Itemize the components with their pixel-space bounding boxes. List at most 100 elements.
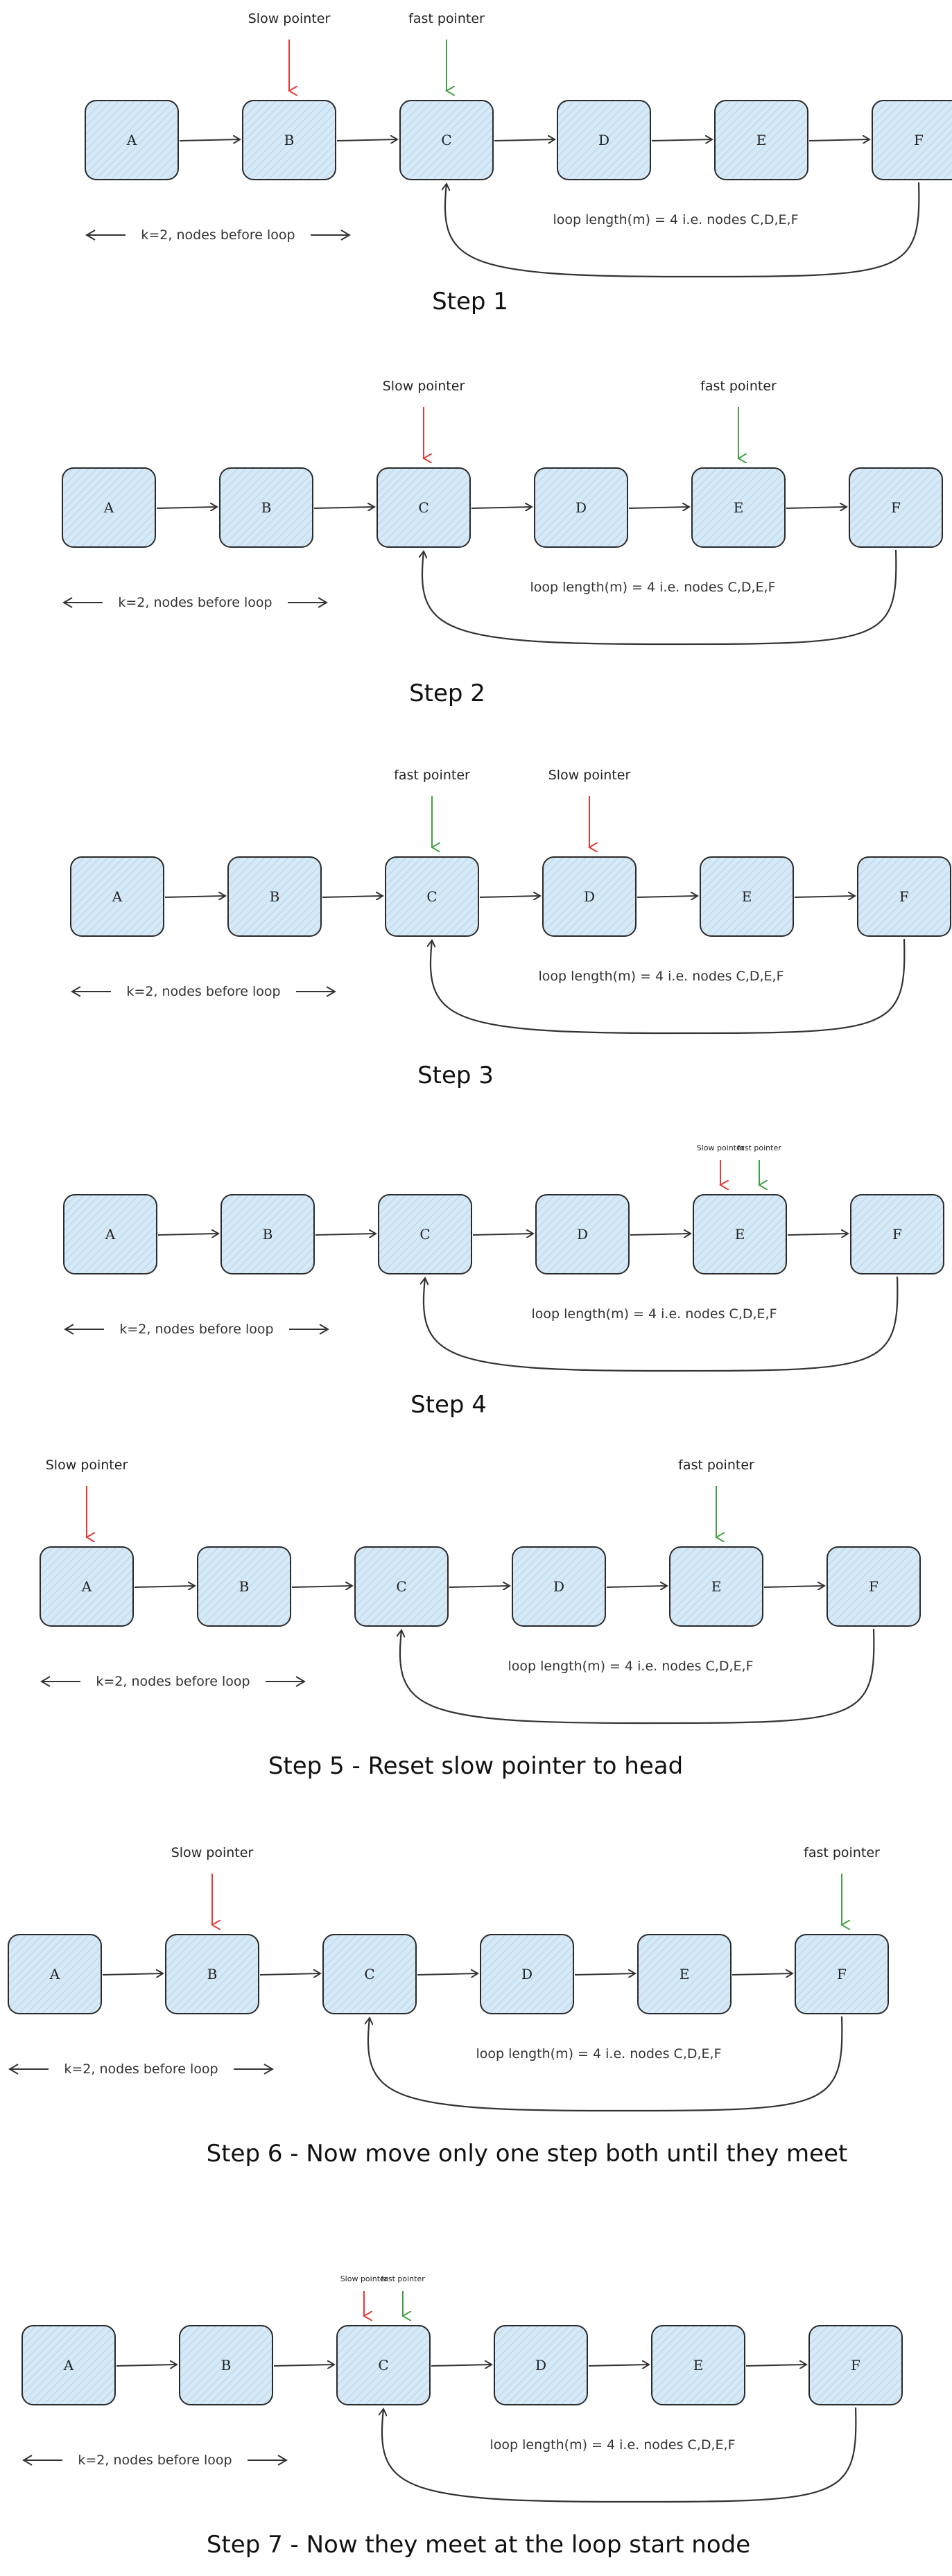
- edge: [628, 507, 689, 508]
- k-annotation: k=2, nodes before loop: [71, 984, 336, 999]
- k-text: k=2, nodes before loop: [119, 1322, 273, 1337]
- edge: [449, 1586, 510, 1587]
- fast-pointer: fast pointer: [804, 1845, 880, 1925]
- node-label: E: [735, 1226, 745, 1243]
- node-d: D: [480, 1934, 574, 2014]
- slow-pointer-label: Slow pointer: [171, 1845, 254, 1860]
- fast-pointer-label: fast pointer: [408, 11, 485, 26]
- node-label: B: [270, 888, 280, 905]
- node-box: [354, 1546, 449, 1627]
- node-box: [179, 2325, 273, 2405]
- loop-back-edge: [422, 549, 897, 646]
- fast-pointer-label: fast pointer: [737, 1143, 781, 1152]
- node-label: F: [869, 1578, 879, 1595]
- node-label: B: [221, 2357, 232, 2374]
- node-a: A: [62, 467, 156, 548]
- edge: [431, 2365, 492, 2366]
- loop-length-text: loop length(m) = 4 i.e. nodes C,D,E,F: [490, 2437, 735, 2453]
- loop-back-edge: [368, 2016, 843, 2112]
- node-label: F: [891, 499, 901, 516]
- node-f: F: [826, 1546, 921, 1627]
- node-label: B: [239, 1578, 250, 1595]
- node-label: E: [734, 499, 744, 516]
- node-box: [322, 1934, 417, 2014]
- node-d: D: [535, 1194, 630, 1274]
- node-f: F: [857, 856, 951, 937]
- node-label: C: [396, 1578, 406, 1595]
- node-label: C: [426, 888, 437, 905]
- node-box: [85, 100, 179, 180]
- node-f: F: [808, 2325, 903, 2405]
- node-label: F: [899, 888, 909, 905]
- slow-pointer: Slow pointer: [171, 1845, 254, 1925]
- loop-back-edge: [445, 182, 920, 278]
- edge: [745, 2365, 806, 2366]
- node-label: B: [263, 1226, 273, 1243]
- node-box: [872, 100, 952, 180]
- node-label: D: [598, 132, 609, 148]
- loop-back-edge: [424, 1276, 899, 1372]
- node-box: [849, 467, 943, 548]
- node-box: [385, 856, 479, 937]
- node-b: B: [227, 856, 322, 937]
- node-b: B: [179, 2325, 273, 2405]
- edge: [273, 2365, 334, 2366]
- node-label: E: [680, 1966, 690, 1982]
- loop-back-edge: [400, 1628, 875, 1724]
- edge: [630, 1234, 691, 1235]
- slow-pointer: Slow pointer: [548, 768, 630, 847]
- edge: [157, 1234, 218, 1235]
- node-label: B: [261, 499, 272, 516]
- node-box: [70, 856, 164, 937]
- node-label: A: [103, 499, 114, 516]
- node-box: [795, 1934, 889, 2014]
- node-c: C: [354, 1546, 449, 1627]
- k-annotation: k=2, nodes before loop: [64, 1322, 329, 1337]
- k-annotation: k=2, nodes before loop: [85, 227, 351, 243]
- k-text: k=2, nodes before loop: [96, 1674, 250, 1689]
- step-title: Step 7 - Now they meet at the loop start…: [207, 2531, 750, 2559]
- node-box: [691, 467, 786, 548]
- node-e: E: [700, 856, 794, 937]
- node-label: F: [914, 132, 924, 148]
- node-box: [21, 2325, 116, 2405]
- node-box: [542, 856, 637, 937]
- node-a: A: [63, 1194, 157, 1274]
- node-c: C: [385, 856, 479, 937]
- node-a: A: [85, 100, 179, 180]
- node-e: E: [693, 1194, 787, 1274]
- edge: [134, 1586, 195, 1587]
- node-label: A: [49, 1966, 60, 1982]
- k-text: k=2, nodes before loop: [126, 984, 280, 999]
- node-e: E: [691, 467, 786, 548]
- slow-pointer-label: Slow pointer: [46, 1458, 128, 1473]
- node-b: B: [165, 1934, 259, 2014]
- edge: [808, 139, 869, 141]
- slow-pointer-label: Slow pointer: [340, 2274, 388, 2283]
- node-label: E: [756, 132, 767, 148]
- node-box: [220, 1194, 315, 1274]
- node-b: B: [197, 1546, 291, 1627]
- edge: [606, 1586, 667, 1587]
- node-box: [512, 1546, 606, 1627]
- edge: [471, 507, 532, 508]
- slow-pointer: Slow pointer: [383, 379, 465, 458]
- node-label: C: [364, 1966, 374, 1982]
- node-b: B: [220, 1194, 315, 1274]
- node-box: [857, 856, 951, 937]
- node-box: [480, 1934, 574, 2014]
- node-c: C: [377, 467, 471, 548]
- node-label: F: [851, 2357, 860, 2374]
- slow-pointer-label: Slow pointer: [383, 379, 465, 394]
- node-label: D: [553, 1578, 564, 1595]
- k-text: k=2, nodes before loop: [118, 595, 272, 610]
- edge: [637, 896, 698, 897]
- node-d: D: [557, 100, 651, 180]
- node-box: [40, 1546, 134, 1627]
- node-label: A: [112, 888, 123, 905]
